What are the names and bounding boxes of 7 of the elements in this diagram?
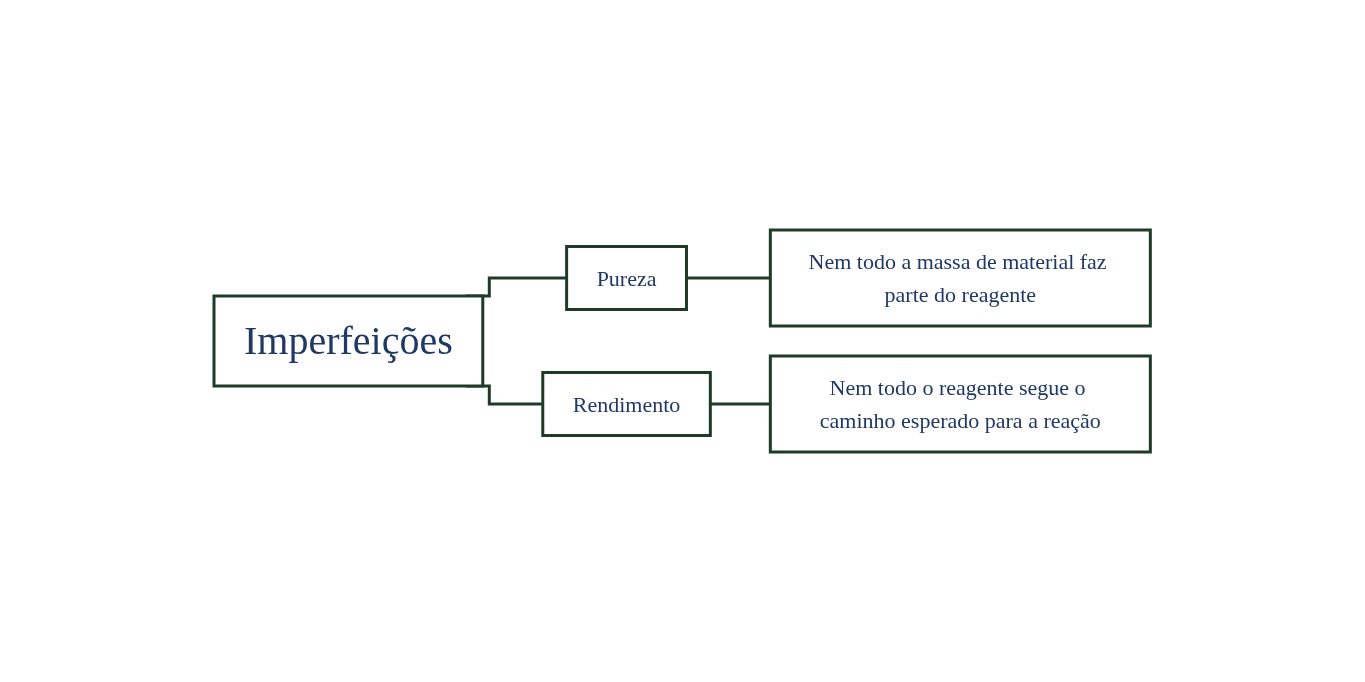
connector xyxy=(710,402,771,406)
node-box: Pureza xyxy=(565,245,689,311)
node-box: Nem todo o reagente segue o caminho esperado para a reação xyxy=(769,354,1153,454)
node-box: Rendimento xyxy=(541,371,713,437)
node-box: Nem todo a massa de material faz parte do reagente xyxy=(769,228,1153,328)
node-box: Imperfeições xyxy=(212,294,485,388)
connector xyxy=(686,276,771,280)
